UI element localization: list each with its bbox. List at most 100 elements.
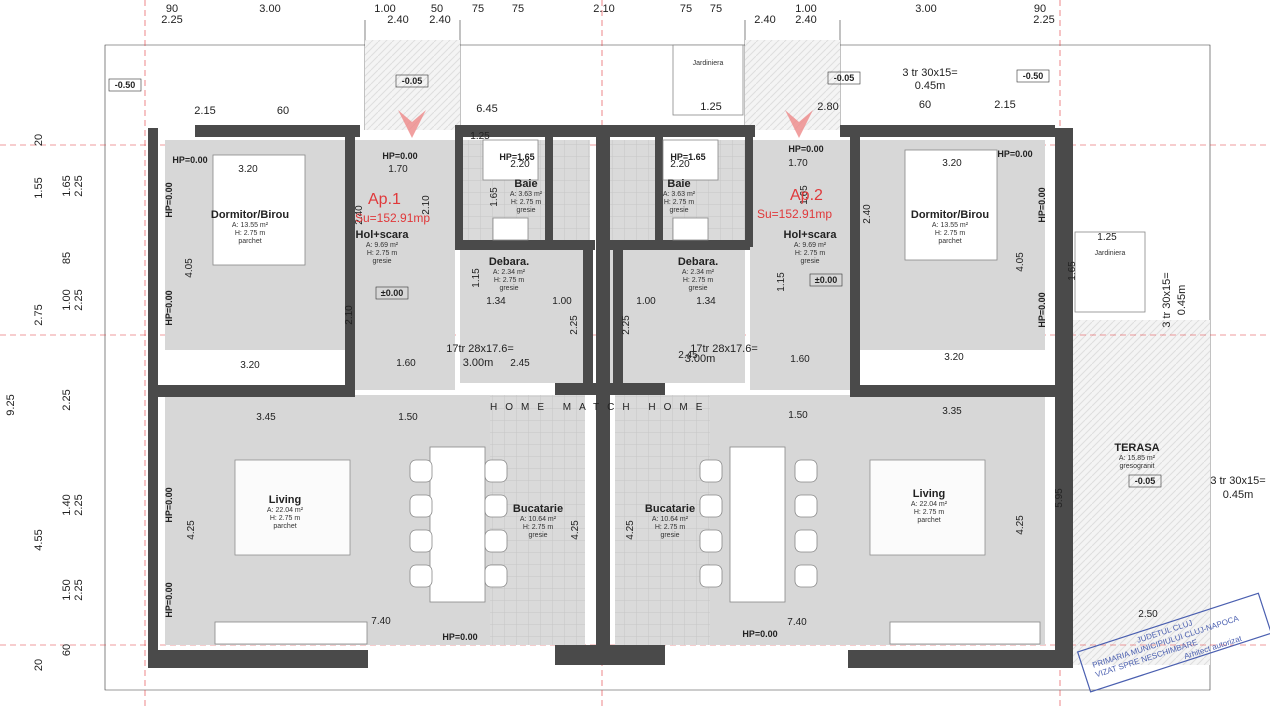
stair-label: 0.45m <box>915 80 946 92</box>
stair-label: 3 tr 30x15= <box>902 67 957 79</box>
room-name: Living <box>269 494 301 506</box>
room-detail: A: 2.34 m² <box>682 269 715 276</box>
inner-dimension: 3.35 <box>942 406 962 417</box>
left-dimension: 1.55 <box>33 177 45 198</box>
apartment-1-area: Su=152.91mp <box>355 211 430 225</box>
top-dimension: 1.00 <box>374 3 395 15</box>
chair <box>484 529 508 553</box>
inner-dimension: 4.25 <box>1015 515 1026 535</box>
room-detail: gresie <box>800 258 819 265</box>
left-dimension: 20 <box>33 659 45 671</box>
inner-dimension: 2.25 <box>621 315 632 335</box>
top-dimension: 2.40 <box>795 14 816 26</box>
apartment-1-label: Ap.1 <box>368 191 401 208</box>
room-detail: parchet <box>238 238 261 245</box>
chair <box>409 494 433 518</box>
hp-label: HP=0.00 <box>742 629 777 639</box>
room-name: TERASA <box>1114 442 1159 454</box>
room-detail: gresie <box>372 258 391 265</box>
inner-dimension: 1.70 <box>788 158 808 169</box>
stair-label: 3 tr 30x15= <box>1161 272 1173 327</box>
top-dimension: 90 <box>166 3 178 15</box>
hp-label: HP=0.00 <box>164 582 174 617</box>
chair <box>484 459 508 483</box>
chair <box>699 459 723 483</box>
top-dimension: 2.40 <box>429 14 450 26</box>
inner-dimension: 7.40 <box>787 617 807 628</box>
room-name: Living <box>913 488 945 500</box>
apartment-markers: Ap.1 Su=152.91mp Ap.2 Su=152.91mp HOME M… <box>355 110 832 413</box>
top-dimension: 90 <box>1034 3 1046 15</box>
level-mark: -0.50 <box>1023 71 1044 81</box>
room-name: Debara. <box>678 256 718 268</box>
room-detail: parchet <box>917 517 940 524</box>
row-dimension: 60 <box>919 99 931 111</box>
left-dimension: 60 <box>61 644 73 656</box>
room-detail: H: 2.75 m <box>664 199 695 206</box>
room-detail: A: 3.63 m² <box>510 191 543 198</box>
top-dimension: 75 <box>710 3 722 15</box>
inner-dimension: 3.20 <box>942 158 962 169</box>
watermark: HOME MATCH HOME <box>490 402 710 413</box>
top-dimension: 75 <box>680 3 692 15</box>
inner-dimension: 2.40 <box>862 204 873 224</box>
room-detail: parchet <box>273 523 296 530</box>
room-detail: A: 15.85 m² <box>1119 455 1156 462</box>
inner-dimension: 1.65 <box>1067 261 1078 281</box>
inner-dimension: 5.95 <box>1054 488 1065 508</box>
top-dimension: 3.00 <box>915 3 936 15</box>
room-detail: gresie <box>669 207 688 214</box>
room-detail: parchet <box>938 238 961 245</box>
furniture <box>212 139 1041 645</box>
inner-dimension: 4.05 <box>1015 252 1026 272</box>
top-dimension: 2.10 <box>593 3 614 15</box>
hp-label: HP=0.00 <box>164 487 174 522</box>
level-mark: ±0.00 <box>815 275 837 285</box>
inner-dimension: 2.20 <box>670 159 690 170</box>
hp-label: HP=0.00 <box>1037 292 1047 327</box>
inner-dimension: 1.65 <box>799 185 810 205</box>
chair <box>794 529 818 553</box>
inner-dimension: 1.50 <box>788 410 808 421</box>
inner-dimension: 1.25 <box>1097 232 1117 243</box>
left-dimension: 1.65 <box>61 175 73 196</box>
chair <box>409 459 433 483</box>
level-mark: ±0.00 <box>381 288 403 298</box>
stair-label: 3 tr 30x15= <box>1210 475 1265 487</box>
room-detail: H: 2.75 m <box>914 509 945 516</box>
floors <box>165 140 1045 645</box>
room-name: Hol+scara <box>356 229 410 241</box>
inner-dimension: 1.65 <box>489 187 500 207</box>
inner-dimension: 3.20 <box>944 352 964 363</box>
row-dimension: 2.15 <box>194 105 215 117</box>
inner-dimension: 1.15 <box>471 268 482 288</box>
stair-label: 17tr 28x17.6= <box>446 343 514 355</box>
level-box <box>1128 474 1162 488</box>
left-dimension: 2.25 <box>61 389 73 410</box>
room-detail: A: 10.64 m² <box>652 516 689 523</box>
inner-dimension: 2.45 <box>678 350 698 361</box>
entrance-arrow-icon <box>785 110 813 138</box>
inner-dimension: 1.25 <box>470 131 490 142</box>
room-detail: gresie <box>660 532 679 539</box>
room-detail: A: 22.04 m² <box>267 507 304 514</box>
inner-dimension: 1.00 <box>636 296 656 307</box>
room-detail: H: 2.75 m <box>683 277 714 284</box>
room-name: Bucatarie <box>513 503 563 515</box>
inner-dimension: 1.00 <box>552 296 572 307</box>
site-outline <box>104 20 1211 691</box>
inner-dimension: 2.20 <box>510 159 530 170</box>
left-dimension: 1.40 <box>61 494 73 515</box>
room-detail: H: 2.75 m <box>523 524 554 531</box>
hp-label: HP=1.65 <box>499 152 534 162</box>
left-dimension: 85 <box>61 252 73 264</box>
stair-label: 3.00m <box>685 353 716 365</box>
top-dimension: 75 <box>512 3 524 15</box>
room-detail: H: 2.75 m <box>795 250 826 257</box>
inner-dimension: 4.25 <box>625 520 636 540</box>
hp-label: HP=0.00 <box>997 149 1032 159</box>
room-detail: H: 2.75 m <box>935 230 966 237</box>
left-dimension: 1.00 <box>61 289 73 310</box>
